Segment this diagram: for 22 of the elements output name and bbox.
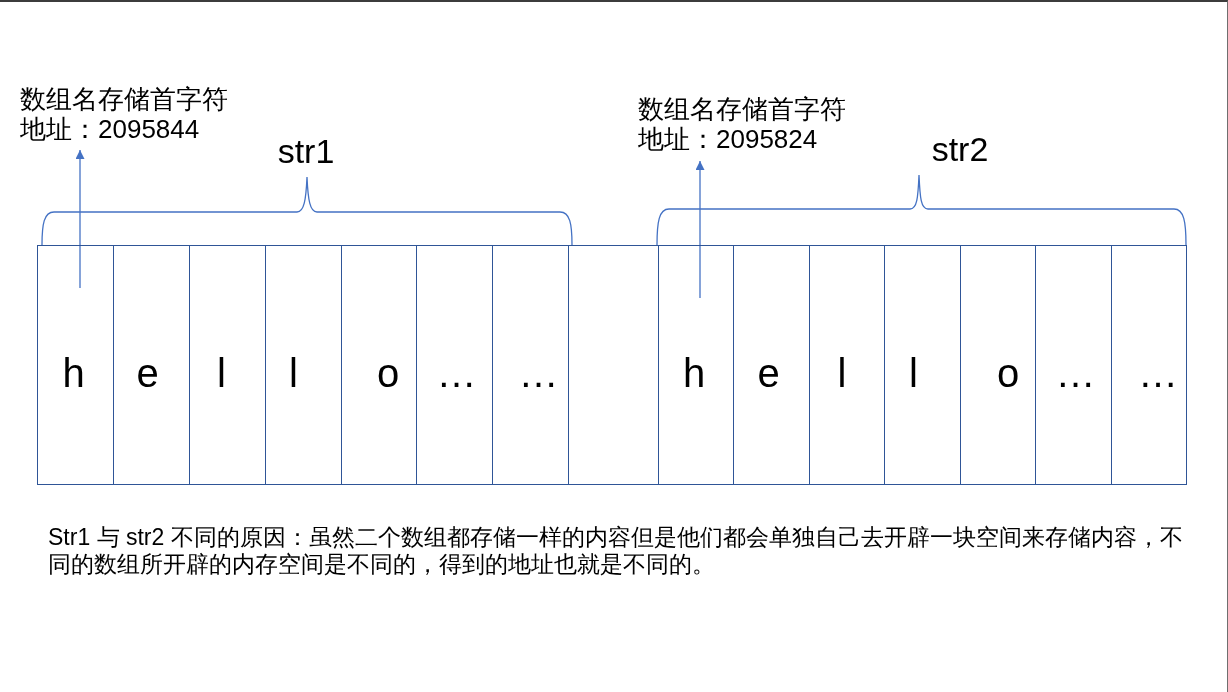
- memory-cell: [568, 245, 659, 485]
- memory-cell: …: [1035, 245, 1112, 485]
- memory-cell: o: [960, 245, 1036, 485]
- memory-cell: l: [809, 245, 885, 485]
- arrow: [75, 149, 85, 289]
- memory-cell: …: [416, 245, 493, 485]
- brace-label: str1: [277, 134, 335, 168]
- memory-cell: …: [492, 245, 569, 485]
- memory-cell: e: [733, 245, 810, 485]
- memory-cell: l: [265, 245, 342, 485]
- annotation-text: 数组名存储首字符地址：2095824: [638, 94, 852, 161]
- memory-cell: o: [341, 245, 417, 485]
- caption-text: Str1 与 str2 不同的原因：虽然二个数组都存储一样的内容但是他们都会单独自己去开辟一块空间来存储内容，不同的数组所开辟的内存空间是不同的，得到的地址也就是不同的。: [48, 524, 1184, 578]
- memory-cell: h: [658, 245, 734, 485]
- annotation-text: 数组名存储首字符地址：2095844: [20, 84, 234, 150]
- memory-cell: …: [1111, 245, 1187, 485]
- memory-cell: e: [113, 245, 190, 485]
- arrow: [695, 160, 705, 299]
- memory-cell: l: [884, 245, 961, 485]
- brace-label: str2: [931, 132, 989, 166]
- memory-cell: h: [37, 245, 114, 485]
- memory-cell: l: [189, 245, 266, 485]
